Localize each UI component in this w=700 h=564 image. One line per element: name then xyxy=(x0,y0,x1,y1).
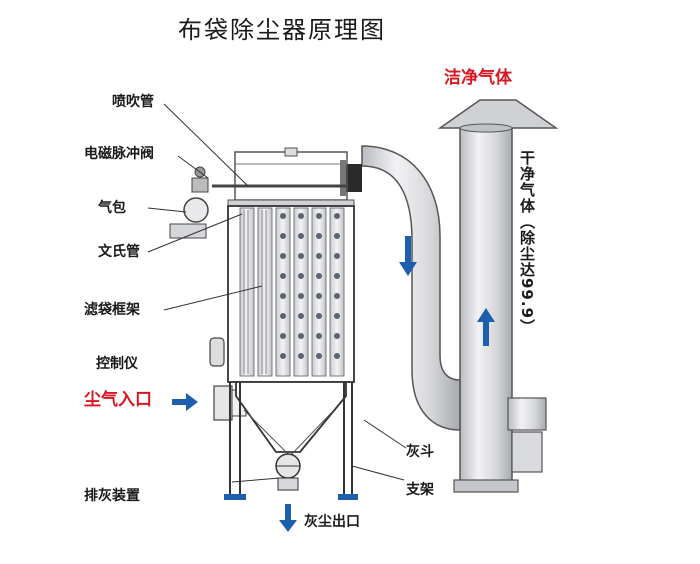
bag-stripes xyxy=(243,210,267,374)
label-dust-inlet: 尘气入口 xyxy=(84,390,152,410)
stack-up-arrow xyxy=(477,308,495,346)
label-ash-hopper: 灰斗 xyxy=(406,444,434,460)
label-support: 支架 xyxy=(406,482,434,498)
controller-box xyxy=(209,337,225,367)
label-dust-outlet: 灰尘出口 xyxy=(304,514,360,530)
label-nozzle-pipe: 喷吹管 xyxy=(112,94,154,110)
label-solenoid-valve: 电磁脉冲阀 xyxy=(84,146,154,162)
diagram-title: 布袋除尘器原理图 xyxy=(178,16,386,44)
support-legs xyxy=(229,382,353,496)
bag-dust-marks xyxy=(280,213,340,359)
outlet-down-arrow xyxy=(279,504,297,532)
outlet-duct xyxy=(340,145,461,431)
inlet-arrow xyxy=(172,393,198,411)
discharge-valve xyxy=(275,453,301,491)
label-clean-gas-vertical: 干净气体（除尘达99.9） xyxy=(518,150,536,336)
leader-lines xyxy=(147,103,407,483)
leg-feet xyxy=(224,494,358,500)
label-venturi: 文氏管 xyxy=(98,244,140,260)
flow-arrows xyxy=(172,236,495,532)
label-air-bag: 气包 xyxy=(98,200,126,216)
label-controller: 控制仪 xyxy=(96,356,138,372)
top-plenum xyxy=(227,147,355,207)
label-filter-frame: 滤袋框架 xyxy=(84,302,140,318)
air-bag-tank xyxy=(169,166,209,239)
label-clean-gas: 洁净气体 xyxy=(444,68,512,88)
label-discharge-device: 排灰装置 xyxy=(84,488,140,504)
duct-down-arrow xyxy=(399,236,417,276)
fan-unit xyxy=(507,397,547,473)
ash-hopper xyxy=(235,381,347,457)
